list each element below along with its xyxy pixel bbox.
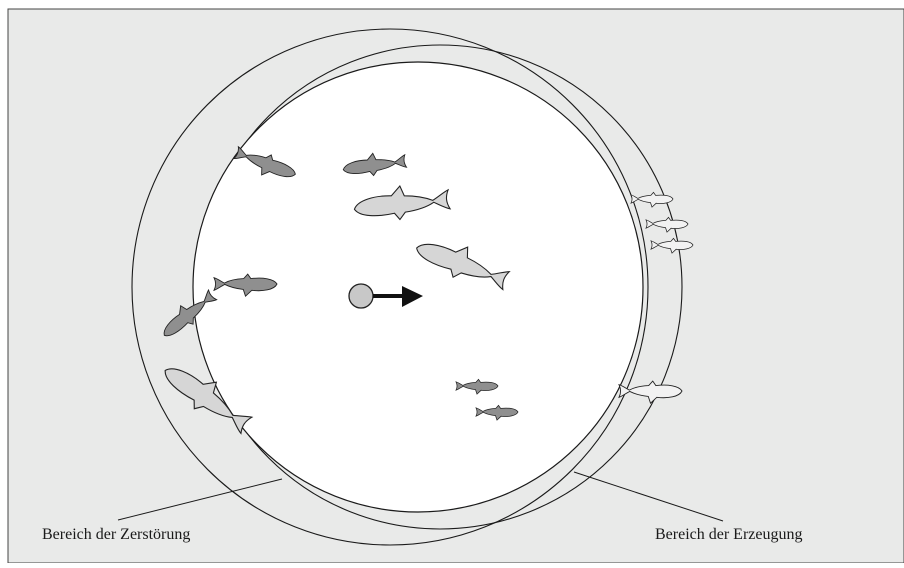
creation-zone-label: Bereich der Erzeugung — [655, 526, 802, 543]
viewer-position-dot — [349, 284, 373, 308]
destruction-zone-label: Bereich der Zerstörung — [42, 526, 190, 543]
